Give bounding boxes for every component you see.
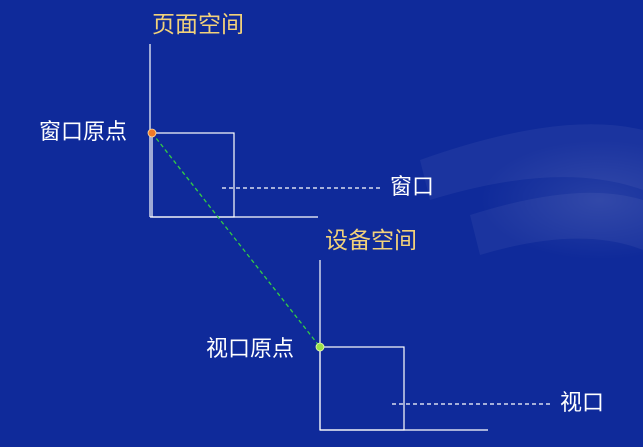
background-swoosh <box>420 124 643 260</box>
origin-mapping-connector <box>151 132 321 348</box>
viewport-label: 视口 <box>560 391 605 416</box>
viewport-box <box>319 346 405 431</box>
viewport-origin-label: 视口原点 <box>206 337 295 362</box>
device-space-title: 设备空间 <box>325 228 417 254</box>
viewport-origin-dot <box>315 342 325 352</box>
window-origin-dot <box>147 128 157 138</box>
window-label: 窗口 <box>390 175 435 200</box>
page-space-title: 页面空间 <box>152 12 244 38</box>
window-box <box>151 132 235 218</box>
window-origin-label: 窗口原点 <box>39 120 128 145</box>
